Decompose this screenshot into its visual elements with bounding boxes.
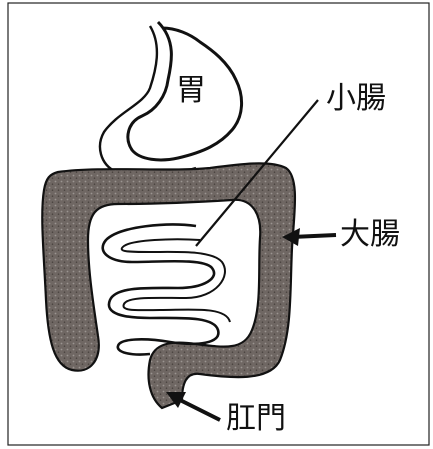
- label-small-intestine: 小腸: [326, 84, 386, 114]
- anus-arrow-shaft: [176, 398, 220, 420]
- small-intestine-shape: [103, 225, 219, 355]
- large-intestine-shape: [42, 163, 295, 408]
- label-stomach: 胃: [176, 76, 206, 106]
- label-large-intestine: 大腸: [340, 220, 400, 250]
- small-intestine-inner: [122, 239, 230, 322]
- label-anus: 肛門: [226, 404, 286, 434]
